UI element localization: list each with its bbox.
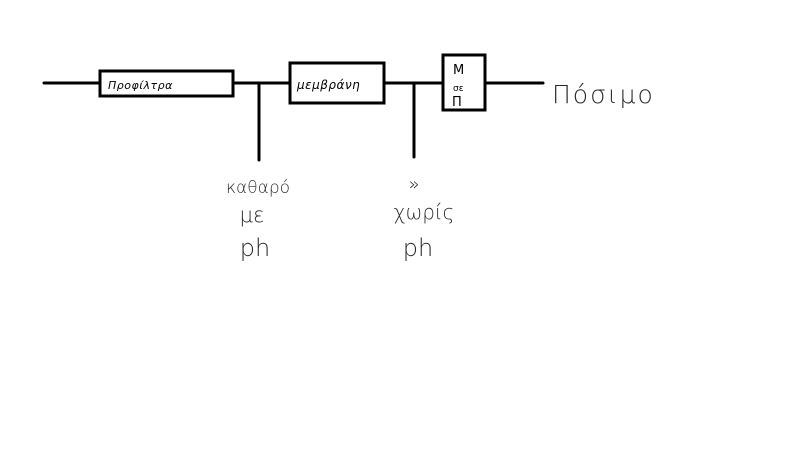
output-label: Πόσιμο <box>552 80 655 109</box>
branch-clean-line1: καθαρό <box>226 178 290 198</box>
prefilter-label: Προφίλτρα <box>108 79 173 92</box>
membrane-label: μεμβράνη <box>296 78 360 92</box>
pump-label-top: Μ <box>453 63 464 78</box>
membrane-block: μεμβράνη <box>288 61 386 105</box>
pump-label-bottom: Π <box>452 95 462 110</box>
branch-nophp-labels: » χωρίς ph <box>394 174 455 262</box>
branch-lines <box>257 81 416 162</box>
branch-nophp-line2: χωρίς <box>394 200 455 224</box>
pump-block: Μ σε Π <box>441 53 487 112</box>
membrane-box <box>288 61 386 105</box>
pump-box <box>441 53 487 112</box>
pump-label-middle: σε <box>453 84 464 94</box>
branch-clean-line2: με <box>240 203 265 227</box>
branch-clean-line3: ph <box>240 234 270 262</box>
branch-clean-labels: καθαρό με ph <box>226 178 290 262</box>
prefilter-box <box>98 69 235 98</box>
branch-nophp-line3: ph <box>403 234 433 262</box>
prefilter-block: Προφίλτρα <box>98 69 235 98</box>
branch-nophp-line1: » <box>408 174 419 195</box>
